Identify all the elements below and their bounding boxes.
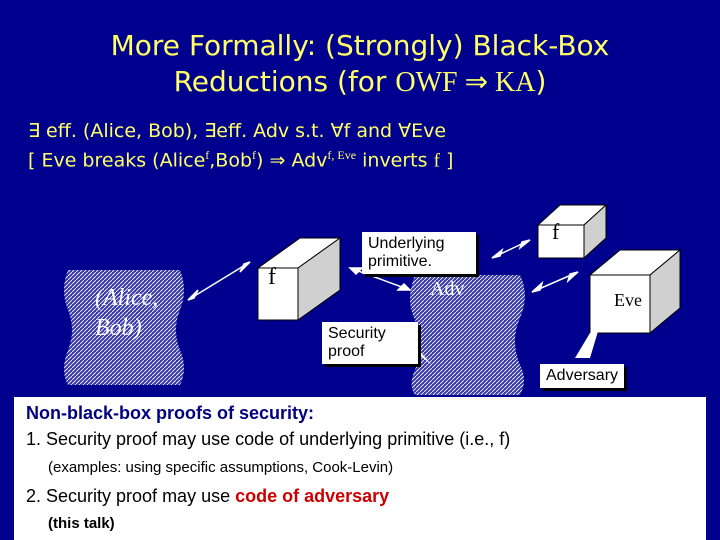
panel-item-2-prefix: 2. Security proof may use [26,486,236,506]
adv-label: Adv [430,278,465,300]
stmt-part-b: ,Bob [209,149,253,172]
arrow-alice-f [187,261,251,301]
adversary-callout: Adversary [540,364,625,388]
title-line-2: Reductions (for OWF ⇒ KA) [0,64,720,101]
stmt-part-c: ) ⇒ Adv [256,149,328,172]
stmt-part-a: [ Eve breaks (Alice [28,149,206,172]
non-black-box-panel: Non-black-box proofs of security: 1. Sec… [14,397,706,540]
panel-item-1: 1. Security proof may use code of underl… [26,429,511,449]
f-left-label: f [268,264,276,290]
panel-item-2: 2. Security proof may use code of advers… [26,486,389,507]
underlying-primitive-callout: Underlying primitive. [362,232,476,274]
slide-title: More Formally: (Strongly) Black-Box Redu… [0,28,720,101]
panel-item-2-highlight: code of adversary [235,486,390,506]
adversary-tail [575,308,605,358]
panel-item-2-example: (this talk) [48,515,115,532]
stmt-sup-feve: f, Eve [327,148,357,162]
title-line-2-suffix: ) [535,65,547,98]
alice-bob-scroll [64,270,184,385]
f-box-left [256,237,342,321]
title-line-1: More Formally: (Strongly) Black-Box [110,29,610,62]
stmt-f: f [433,150,440,172]
stmt-sup-f2: f [252,148,257,162]
stmt-part-d: inverts [356,149,434,172]
arrow-f-adv [349,267,411,291]
f-box-right [536,203,608,260]
stmt-sup-f1: f [205,148,210,162]
eve-label: Eve [614,290,642,310]
title-line-2-prefix: Reductions (for [173,65,396,98]
panel-heading: Non-black-box proofs of security: [26,403,315,423]
panel-item-1-example: (examples: using specific assumptions, C… [48,459,394,476]
stmt-part-e: ] [439,149,454,172]
alice-bob-label: (Alice, Bob) [95,285,159,341]
statement-line-1: ∃ eff. (Alice, Bob), ∃eff. Adv s.t. ∀f a… [28,120,447,142]
adv-scroll [410,275,525,395]
f-right-label: f [552,219,560,244]
security-proof-callout: Security proof [322,322,418,364]
arrows [187,239,579,301]
title-formula: OWF ⇒ KA [395,67,536,98]
statement-line-2: [ Eve breaks (Alicef,Bobf) ⇒ Advf, Eve i… [28,148,453,172]
